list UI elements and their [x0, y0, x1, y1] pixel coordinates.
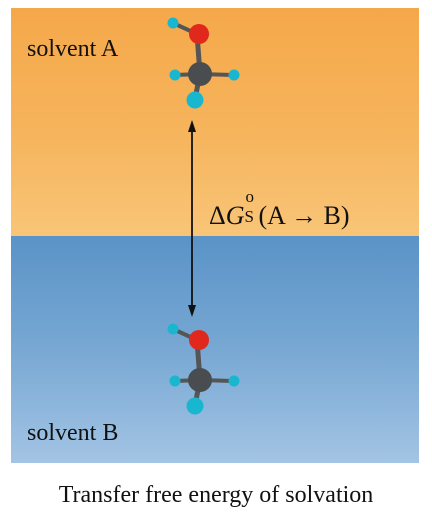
molecule-solvent-b: [167, 323, 240, 415]
hydrogen-atom: [228, 375, 240, 387]
solvent-a-region: [11, 8, 419, 236]
figure-caption: Transfer free energy of solvation: [58, 482, 374, 508]
solvent-b-label: solvent B: [27, 420, 119, 446]
solvation-subscript: S: [244, 207, 254, 226]
hydrogen-atom: [167, 323, 179, 335]
carbon-atom: [188, 62, 212, 86]
halogen-atom: [186, 91, 204, 109]
hydrogen-atom: [169, 375, 181, 387]
halogen-atom: [186, 397, 204, 415]
molecule-solvent-a: [167, 17, 240, 109]
solvent-b-region: [11, 236, 419, 463]
gibbs-symbol: G: [225, 201, 245, 230]
solvent-a-label: solvent A: [27, 36, 119, 62]
transfer-arrow: [188, 120, 196, 317]
hydrogen-atom: [228, 69, 240, 81]
oxygen-atom: [189, 24, 209, 44]
transfer-direction: (A → B): [258, 201, 350, 230]
molecule-layer: [167, 17, 240, 415]
carbon-atom: [188, 368, 212, 392]
hydrogen-atom: [167, 17, 179, 29]
delta-symbol: Δ: [209, 201, 226, 230]
hydrogen-atom: [169, 69, 181, 81]
standard-state-superscript: o: [245, 187, 255, 206]
oxygen-atom: [189, 330, 209, 350]
